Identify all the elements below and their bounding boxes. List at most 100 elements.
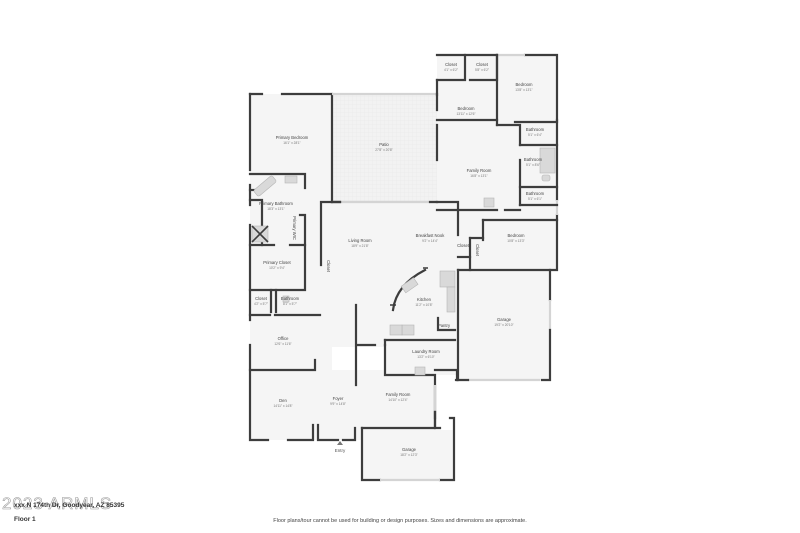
svg-text:5'8" x 6'2": 5'8" x 6'2" (475, 68, 489, 72)
svg-text:12'6" x 11'6": 12'6" x 11'6" (274, 342, 291, 346)
svg-text:9'9" x 14'8": 9'9" x 14'8" (330, 402, 346, 406)
svg-text:Closet: Closet (476, 62, 489, 67)
svg-text:Living Room: Living Room (348, 238, 372, 243)
svg-text:18'2" x 12'3": 18'2" x 12'3" (400, 453, 417, 457)
svg-text:8'1" x 5'7": 8'1" x 5'7" (283, 302, 297, 306)
svg-text:Garage: Garage (402, 447, 417, 452)
svg-text:Breakfast Nook: Breakfast Nook (416, 233, 446, 238)
svg-text:4'2" x 5'7": 4'2" x 5'7" (254, 302, 268, 306)
fridge-icon (439, 270, 456, 288)
svg-text:Patio: Patio (379, 142, 389, 147)
svg-text:Foyer: Foyer (333, 396, 344, 401)
svg-text:14'10" x 12'4": 14'10" x 12'4" (388, 398, 407, 402)
svg-text:Bathroom: Bathroom (526, 191, 545, 196)
svg-text:Family Room: Family Room (386, 392, 411, 397)
room-primary-wic: Primary WIC (292, 216, 297, 240)
svg-text:5'1" x 6'1": 5'1" x 6'1" (528, 197, 542, 201)
counter-icon (446, 286, 456, 313)
svg-text:19'2" x 20'10": 19'2" x 20'10" (494, 323, 513, 327)
entry-arrow-icon (337, 441, 343, 445)
svg-text:Kitchen: Kitchen (417, 297, 432, 302)
svg-text:Closet: Closet (326, 260, 331, 273)
svg-text:Entry: Entry (335, 448, 346, 453)
svg-text:14'11" x 14'8": 14'11" x 14'8" (273, 404, 292, 408)
svg-text:13'11" x 12'6": 13'11" x 12'6" (456, 112, 475, 116)
toilet-icon (282, 295, 290, 303)
svg-text:27'8" x 20'8": 27'8" x 20'8" (375, 148, 392, 152)
floor-fills (250, 55, 557, 480)
fixtures (251, 147, 556, 376)
svg-text:Office: Office (278, 336, 290, 341)
svg-text:Primary Bathroom: Primary Bathroom (259, 201, 293, 206)
svg-text:Bedroom: Bedroom (508, 233, 526, 238)
svg-text:Pantry: Pantry (438, 323, 451, 328)
room-closet-5: Closet (326, 260, 331, 273)
svg-text:10'8" x 13'3": 10'8" x 13'3" (507, 239, 524, 243)
svg-text:Primary Bedroom: Primary Bedroom (276, 135, 309, 140)
listing-address: xxx N 174th Dr, Goodyear, AZ 85395 (14, 502, 125, 509)
svg-text:5'1" x 6'4": 5'1" x 6'4" (528, 133, 542, 137)
room-closet-3: Closet (457, 243, 470, 248)
water-heater-icon (483, 197, 495, 208)
svg-text:Primary WIC: Primary WIC (292, 216, 297, 240)
bathtub-icon (253, 175, 277, 197)
svg-text:Closet: Closet (475, 244, 480, 257)
bathtub-icon (539, 147, 556, 174)
sink-icon (284, 175, 298, 184)
room-closet-4: Closet (475, 244, 480, 257)
svg-text:Laundry Room: Laundry Room (412, 349, 440, 354)
svg-text:16'8" x 13'1": 16'8" x 13'1" (470, 174, 487, 178)
watermark: 2023 ARMLS (2, 494, 113, 514)
svg-text:Closet: Closet (255, 296, 268, 301)
kitchen-sink-icon (400, 277, 419, 294)
disclaimer: Floor plans/tour cannot be used for buil… (273, 518, 527, 524)
svg-text:Den: Den (279, 398, 287, 403)
svg-text:Primary Closet: Primary Closet (263, 260, 291, 265)
svg-text:Bathroom: Bathroom (281, 296, 300, 301)
svg-text:Closet: Closet (445, 62, 458, 67)
svg-text:16'1" x 28'1": 16'1" x 28'1" (283, 141, 300, 145)
svg-text:Bedroom: Bedroom (458, 106, 476, 111)
svg-text:Bathroom: Bathroom (526, 127, 545, 132)
room-pantry: Pantry (438, 323, 451, 328)
svg-text:13'2" x 6'10": 13'2" x 6'10" (417, 355, 434, 359)
toilet-icon (541, 174, 551, 182)
walls (248, 53, 559, 482)
svg-text:Closet: Closet (457, 243, 470, 248)
washer-dryer-icon (414, 366, 426, 376)
svg-text:Garage: Garage (497, 317, 512, 322)
svg-text:11'2" x 10'8": 11'2" x 10'8" (415, 303, 432, 307)
svg-text:13'8" x 13'1": 13'8" x 13'1" (515, 88, 532, 92)
counter-icon (389, 324, 403, 336)
stove-icon (401, 324, 415, 336)
entry-marker: Entry (335, 441, 346, 453)
floor-label: Floor 1 (14, 516, 36, 523)
svg-text:Bathroom: Bathroom (524, 157, 543, 162)
svg-text:9'2" x 14'4": 9'2" x 14'4" (422, 239, 438, 243)
